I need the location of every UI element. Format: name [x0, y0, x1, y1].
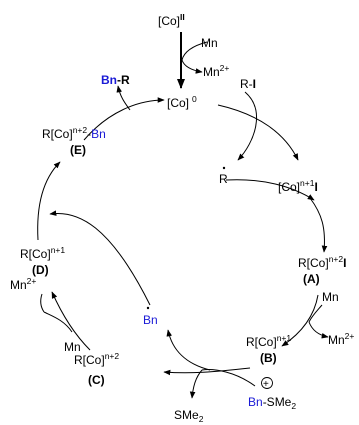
arrow-ri-to-rdot — [237, 91, 258, 161]
label-bnr: Bn-R — [101, 73, 130, 87]
arrow-D-to-E — [37, 161, 61, 241]
label-rdot: R — [219, 172, 228, 186]
label-rcon2bn: R[Co]n+2-Bn — [42, 125, 106, 141]
arrow-bnsme2-in — [201, 369, 256, 387]
label-rcon1-D: R[Co]n+1 — [20, 245, 65, 261]
label-mn2-D: Mn2+ — [10, 276, 36, 292]
arrow-mn2-out-A — [308, 321, 329, 339]
label-rcon2i: R[Co]n+2I — [298, 254, 346, 270]
label-B: (B) — [260, 351, 277, 365]
arrow-mn2-out-top — [181, 59, 203, 74]
arrow-bnr-out — [116, 85, 131, 111]
label-co0: [Co]0 — [167, 94, 197, 110]
arrow-con1i-to-rcon2i — [309, 197, 328, 253]
label-plus: + — [263, 379, 269, 390]
radical-dot-bn — [146, 306, 150, 310]
label-mn2-top: Mn2+ — [203, 63, 229, 79]
label-A: (A) — [303, 272, 320, 286]
label-sme2: SMe2 — [174, 408, 204, 424]
arrow-B-to-C — [163, 367, 251, 376]
arrow-bndot-to-E — [49, 210, 151, 306]
arrow-mn-in-top — [181, 41, 208, 61]
radical-dot-r — [222, 166, 226, 170]
arrow-E-to-co0 — [83, 97, 165, 141]
arrow-mn2-out-D — [40, 293, 45, 313]
label-D: (D) — [32, 263, 49, 277]
arrow-A-to-B — [281, 294, 319, 347]
label-mn2-A: Mn2+ — [328, 331, 354, 347]
arrow-C-to-D — [51, 291, 91, 351]
label-mn-A: Mn — [322, 290, 339, 304]
arrow-mn-in-A — [308, 304, 323, 323]
label-mn-top: Mn — [201, 36, 218, 50]
arrow-mn-in-D — [43, 311, 73, 333]
label-bnsme2: Bn-SMe2 — [248, 395, 296, 411]
arrow-to-bndot — [166, 329, 211, 371]
label-rcon1-B: R[Co]n+1 — [246, 333, 291, 349]
label-con1i: [Co]n+1I — [278, 178, 318, 194]
label-co2: [Co]II — [158, 12, 185, 28]
label-mn-D: Mn — [64, 340, 81, 354]
label-C: (C) — [88, 373, 105, 387]
label-ri: R-I — [240, 77, 256, 91]
arrow-rdot-to-cycle — [225, 179, 315, 201]
arrow-co0-to-con1i — [217, 104, 299, 161]
label-E: (E) — [70, 143, 86, 157]
arrow-sme2-out — [189, 369, 203, 399]
label-bndot: Bn — [143, 313, 158, 327]
plus-charge-circle — [261, 377, 273, 389]
label-rcon2-C: R[Co]n+2 — [74, 351, 119, 367]
